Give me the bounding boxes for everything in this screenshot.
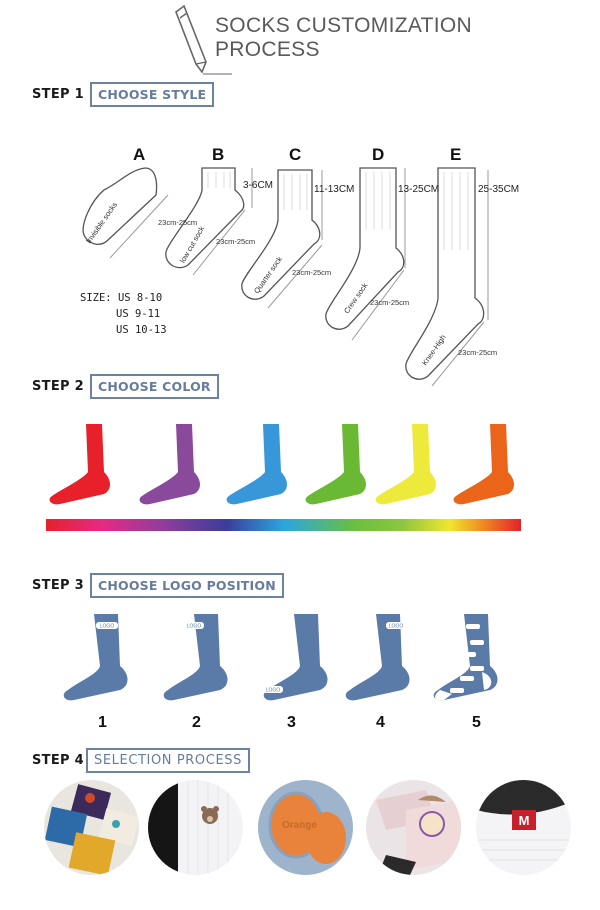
photo-folded-patterned-socks[interactable] [44,780,139,875]
sock-outlines [82,167,489,387]
svg-text:LOGO: LOGO [187,624,202,630]
step-label: CHOOSE STYLE [90,82,215,107]
logo-position-1[interactable]: 1 [98,714,107,731]
svg-text:LOGO: LOGO [100,624,115,630]
step-number: STEP 3 [32,578,85,593]
color-spectrum-bar[interactable] [46,519,521,531]
color-swatch-blue[interactable] [226,424,287,505]
style-letter-c: C [289,145,302,164]
svg-text:M: M [519,813,530,828]
pencil-icon [175,4,232,75]
color-options [40,420,540,515]
style-c-height: 11-13CM [314,184,355,195]
selection-photos: Orange M [40,780,580,880]
style-d-length: 23cm-25cm [370,298,410,307]
page-header: SOCKS CUSTOMIZATION PROCESS [170,0,500,75]
photo-orange-grip-sole[interactable]: Orange [258,780,353,875]
color-swatch-green[interactable] [305,424,366,505]
style-d-height: 13-25CM [398,184,440,195]
size-value: US 8-10 [117,292,163,304]
photo-bear-embroidery-sock[interactable] [148,780,243,875]
step-number: STEP 4 [32,753,85,768]
svg-text:LOGO: LOGO [389,624,404,630]
step-1-header: STEP 1 CHOOSE STYLE [32,82,215,107]
style-e-height: 25-35CM [478,184,520,195]
color-swatch-purple[interactable] [139,424,200,505]
photo-cartoon-print-sock[interactable] [366,780,461,875]
color-swatch-orange[interactable] [453,424,514,505]
step-3-header: STEP 3 CHOOSE LOGO POSITION [32,573,284,598]
size-label: SIZE: [80,292,112,304]
svg-text:Orange: Orange [282,820,317,831]
style-letter-a: A [133,145,146,164]
size-chart: SIZE: US 8-10 US 9-11 US 10-13 [80,290,167,338]
logo-position-options: LOGO LOGO LOGO LOGO 1 2 3 4 5 [50,610,530,740]
style-a-length: 23cm-25cm [158,218,198,227]
logo-position-5[interactable]: 5 [472,714,481,731]
logo-position-4[interactable]: 4 [376,714,385,731]
color-swatch-yellow[interactable] [375,424,436,505]
title-line-2: PROCESS [215,38,320,61]
step-4-header: STEP 4 SELECTION PROCESS [32,748,250,773]
size-value: US 9-11 [116,308,161,320]
size-value: US 10-13 [116,324,167,336]
step-label: CHOOSE LOGO POSITION [90,573,284,598]
step-2-header: STEP 2 CHOOSE COLOR [32,374,219,399]
style-c-length: 23cm-25cm [292,268,332,277]
svg-text:LOGO: LOGO [266,688,281,694]
color-sock-swatches [49,424,514,505]
style-e-length: 23cm-25cm [458,348,498,357]
step-number: STEP 2 [32,379,85,394]
photo-m-label-sock[interactable]: M [476,780,571,875]
style-letter-e: E [450,145,462,164]
sock-style-options: A B C D E [60,140,550,390]
page-title: SOCKS CUSTOMIZATION PROCESS [215,14,472,62]
step-number: STEP 1 [32,87,85,102]
color-swatch-red[interactable] [49,424,110,505]
style-letter-b: B [212,145,225,164]
title-line-1: SOCKS CUSTOMIZATION [215,14,472,37]
logo-sock-illustrations: LOGO LOGO LOGO LOGO [63,614,498,701]
logo-position-2[interactable]: 2 [192,714,201,731]
style-b-height: 3-6CM [243,180,274,191]
step-label: CHOOSE COLOR [90,374,219,399]
logo-position-3[interactable]: 3 [287,714,296,731]
style-letter-d: D [372,145,385,164]
step-label: SELECTION PROCESS [86,748,250,773]
style-b-length: 23cm-25cm [216,237,256,246]
